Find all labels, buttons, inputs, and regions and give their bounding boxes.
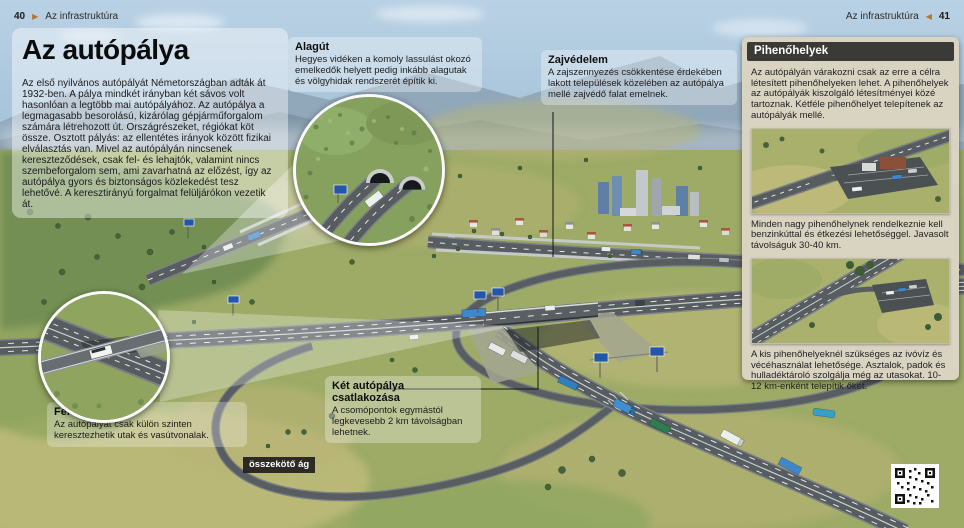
truck — [719, 428, 745, 448]
sidebar-paragraph-2: Minden nagy pihenőhelynek rendelkeznie k… — [751, 218, 949, 252]
rest-area-large-image — [732, 124, 964, 217]
callout-body: Az autópályát csak külön szinten kereszt… — [54, 419, 209, 441]
car — [544, 304, 556, 312]
rest-area-small-image — [741, 243, 964, 351]
road-signs — [183, 218, 669, 378]
connector-loop-ramp — [211, 341, 621, 502]
tunnel-portal — [398, 176, 426, 190]
tunnel-inset-art — [296, 97, 442, 243]
overpass-inset — [38, 291, 170, 423]
car — [222, 242, 234, 252]
sidebar-paragraph-3: A kis pihenőhelyeknél szükséges az ivóví… — [751, 348, 946, 393]
runhead-left: 40 ▶ Az infrastruktúra — [14, 11, 118, 22]
car — [635, 300, 645, 306]
page-number-left: 40 — [14, 11, 26, 22]
clouds — [58, 6, 808, 42]
qr-code — [891, 464, 939, 508]
callout-alagut: Alagút Hegyes vidéken a komoly lassulást… — [288, 37, 482, 93]
bus — [648, 417, 672, 435]
truck — [487, 341, 507, 357]
village-houses — [447, 218, 730, 241]
forest — [0, 150, 285, 330]
arrow-left-icon: ◀ — [925, 11, 932, 21]
section-label: Az infrastruktúra — [45, 11, 119, 22]
highway-sign — [491, 287, 505, 297]
page-title: Az autópálya — [22, 34, 189, 65]
highway-sign — [183, 218, 195, 227]
callout-ket-autopalya: Két autópálya csatlakozása A csomópontok… — [325, 376, 481, 444]
truck — [509, 349, 529, 365]
lower-highway — [494, 323, 909, 528]
highway-sign — [227, 295, 240, 304]
bridge — [468, 302, 660, 384]
intro-body: Az első nyilvános autópályát Németország… — [22, 78, 272, 210]
truck — [687, 253, 701, 261]
leader-line-ket-autopalya — [380, 327, 539, 390]
callout-zajvedelem: Zajvédelem A zajszennyezés csökkentése é… — [541, 50, 737, 106]
highway-sign — [593, 352, 609, 363]
truck — [630, 248, 642, 256]
callout-title: Két autópálya csatlakozása — [332, 380, 405, 405]
highway-sign — [649, 346, 665, 357]
sidebar-title: Pihenőhelyek — [747, 42, 954, 61]
car — [718, 257, 730, 263]
arrow-right-icon: ▶ — [32, 11, 39, 21]
callout-body: Hegyes vidéken a komoly lassulást okozó … — [295, 54, 471, 87]
noise-barrier-wall — [239, 198, 311, 234]
callout-body: A csomópontok egymástól legkevesebb 2 km… — [332, 405, 463, 438]
callout-title: Zajvédelem — [548, 54, 608, 66]
truck — [612, 398, 637, 416]
overpass-inset-art — [41, 294, 167, 420]
truck — [246, 230, 262, 242]
car — [601, 246, 611, 252]
truck — [777, 456, 803, 476]
car — [409, 334, 419, 340]
callout-title: Alagút — [295, 41, 330, 53]
noise-barrier-wall — [431, 232, 701, 250]
highway-sign — [473, 290, 487, 300]
town — [598, 170, 699, 216]
section-label: Az infrastruktúra — [845, 11, 919, 22]
tunnel-inset — [293, 94, 445, 246]
runhead-right: Az infrastruktúra ◀ 41 — [846, 11, 950, 22]
bus — [364, 189, 384, 209]
trees — [26, 157, 703, 491]
bus — [557, 375, 579, 391]
bus — [461, 307, 487, 319]
magnifier-wedge-overpass — [158, 310, 514, 402]
callout-body: A zajszennyezés csökkentése érdekében la… — [548, 67, 724, 100]
sidebar-pihenohelyek: Pihenőhelyek Az autópályán várakozni csa… — [732, 37, 964, 392]
magnifier-wedge-tunnel — [182, 146, 410, 274]
bus — [88, 344, 114, 360]
highway-sign — [333, 184, 348, 195]
intro-panel: Az autópálya Az első nyilvános autópályá… — [12, 28, 288, 218]
sidebar-paragraph-1: Az autópályán várakozni csak az erre a c… — [751, 67, 949, 121]
page-number-right: 41 — [938, 11, 950, 22]
road-label-osszekoto-ag: összekötő ág — [243, 457, 316, 473]
tunnel-portal — [366, 169, 394, 183]
tanker-truck — [812, 408, 836, 418]
